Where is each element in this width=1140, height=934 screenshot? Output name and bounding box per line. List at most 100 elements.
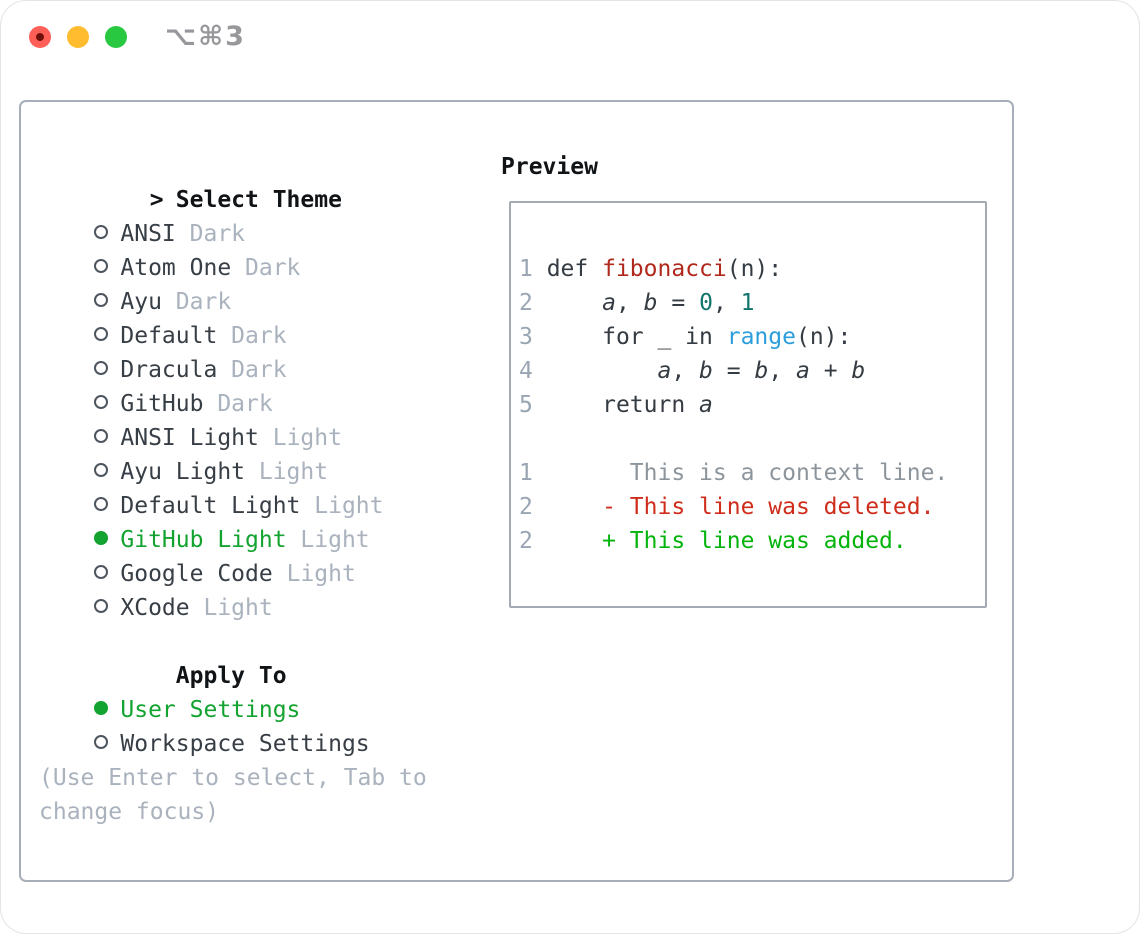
theme-name: GitHub Light [120, 527, 287, 553]
code-token: a [796, 358, 810, 384]
code-token: , [671, 358, 700, 384]
line-number: 2 [519, 290, 533, 316]
code-token: def [532, 256, 603, 282]
theme-variant: Light [189, 595, 273, 621]
code-token: (n): [795, 324, 852, 350]
minimize-button[interactable] [67, 26, 89, 48]
apply-to-heading-label: Apply To [175, 663, 287, 689]
close-dot-icon [36, 33, 44, 41]
preview-code-line: 1 def fibonacci(n): [519, 252, 979, 286]
theme-option[interactable]: ANSI Light Light [39, 387, 459, 451]
theme-option[interactable]: Default Dark [39, 285, 459, 349]
preview-code-line: 2 a, b = 0, 1 [519, 286, 979, 320]
theme-variant: Light [286, 527, 370, 553]
theme-variant: Dark [217, 357, 287, 383]
code-token: a [657, 358, 672, 384]
apply-options-list: User Settings Workspace Settings [39, 659, 459, 757]
theme-option[interactable]: Ayu Light Light [39, 421, 459, 485]
radio-icon [94, 387, 120, 421]
code-token: b [851, 358, 866, 384]
apply-option-label: User Settings [120, 697, 301, 723]
radio-icon [94, 727, 120, 761]
titlebar: ⌥⌘3 [1, 1, 1139, 73]
theme-name: Google Code [120, 561, 273, 587]
code-token: b [643, 290, 658, 316]
code-token: range [726, 324, 796, 350]
code-token: return [532, 392, 700, 418]
apply-option[interactable]: Workspace Settings [39, 693, 459, 757]
line-number: 1 [519, 256, 533, 282]
close-button[interactable] [29, 26, 51, 48]
theme-selector-column: >Select Theme ANSI Dark Atom One Dark Ay… [39, 149, 459, 829]
theme-name: XCode [120, 595, 190, 621]
code-token: b [699, 358, 713, 384]
theme-variant: Dark [203, 391, 273, 417]
code-token: fibonacci [602, 256, 727, 282]
theme-picker-panel: >Select Theme ANSI Dark Atom One Dark Ay… [19, 100, 1014, 882]
theme-option[interactable]: Atom One Dark [39, 217, 459, 281]
code-token: a [699, 392, 713, 418]
theme-name: Ayu [120, 289, 162, 315]
code-token: This is a context line. [532, 460, 949, 486]
radio-icon [94, 353, 120, 387]
line-number: 3 [519, 324, 533, 350]
radio-icon [94, 523, 120, 557]
theme-option[interactable]: Ayu Dark [39, 251, 459, 315]
preview-code-line: 2 + This line was added. [519, 524, 979, 558]
theme-option[interactable]: ANSI Dark [39, 183, 459, 247]
code-token: + This line was added. [532, 528, 907, 554]
theme-variant: Light [300, 493, 384, 519]
code-token: b [754, 358, 769, 384]
select-theme-heading: >Select Theme [39, 149, 459, 213]
code-token: + [809, 358, 852, 384]
theme-option[interactable]: XCode Light [39, 557, 459, 621]
code-token: 1 [740, 290, 755, 316]
theme-variant: Light [245, 459, 329, 485]
radio-icon [94, 693, 120, 727]
theme-list: ANSI Dark Atom One Dark Ayu Dark Default… [39, 183, 459, 621]
radio-icon [94, 489, 120, 523]
line-number: 2 [519, 528, 533, 554]
code-token: , [712, 290, 741, 316]
theme-option[interactable]: GitHub Light Light [39, 489, 459, 553]
zoom-button[interactable] [105, 26, 127, 48]
theme-name: ANSI [120, 221, 176, 247]
preview-code-line: 5 return a [519, 388, 979, 422]
radio-icon [94, 421, 120, 455]
prompt-caret-icon: > [149, 187, 164, 213]
theme-option[interactable]: Dracula Dark [39, 319, 459, 383]
preview-code-line: 2 - This line was deleted. [519, 490, 979, 524]
code-token: = [657, 290, 700, 316]
radio-icon [94, 455, 120, 489]
theme-option[interactable]: Default Light Light [39, 455, 459, 519]
theme-name: Default [120, 323, 218, 349]
radio-icon [94, 319, 120, 353]
theme-option[interactable]: GitHub Dark [39, 353, 459, 417]
code-token [533, 358, 658, 384]
apply-option-label: Workspace Settings [120, 731, 370, 757]
code-token: (n): [726, 256, 783, 282]
radio-icon [94, 591, 120, 625]
theme-name: Ayu Light [120, 459, 246, 485]
theme-variant: Light [272, 561, 356, 587]
code-token: , [615, 290, 644, 316]
code-token: - This line was deleted. [532, 494, 935, 520]
code-token: 0 [699, 290, 713, 316]
theme-variant: Dark [231, 255, 301, 281]
code-token: , [768, 358, 797, 384]
preview-code-line: 3 for _ in range(n): [519, 320, 979, 354]
code-token: = [712, 358, 755, 384]
theme-name: Atom One [120, 255, 232, 281]
keyboard-hint: (Use Enter to select, Tab to change focu… [39, 765, 427, 825]
radio-icon [94, 557, 120, 591]
theme-name: GitHub [120, 391, 204, 417]
radio-icon [94, 285, 120, 319]
theme-variant: Dark [217, 323, 287, 349]
theme-option[interactable]: Google Code Light [39, 523, 459, 587]
radio-icon [94, 251, 120, 285]
preview-code-line [519, 422, 979, 456]
apply-option[interactable]: User Settings [39, 659, 459, 723]
